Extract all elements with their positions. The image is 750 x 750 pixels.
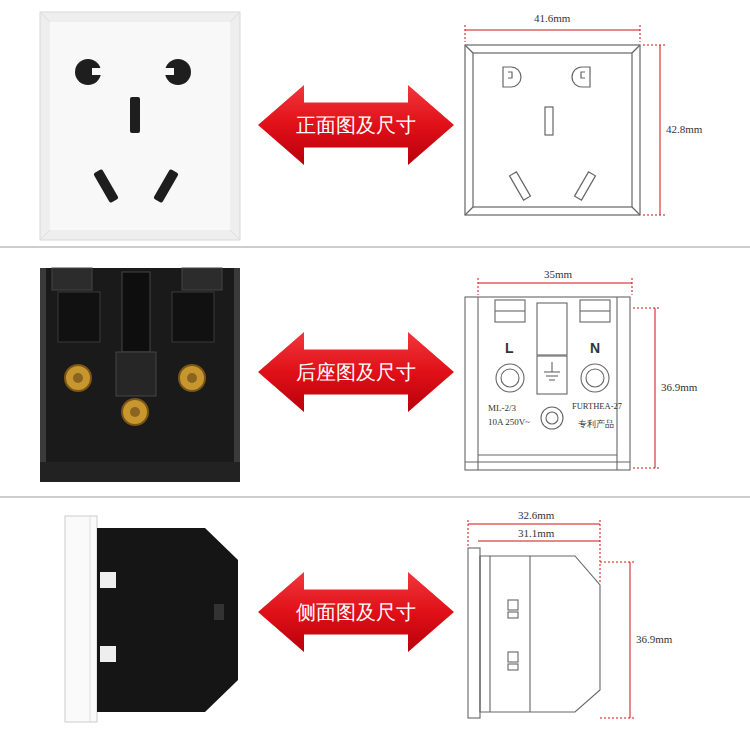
terminal-mark: L <box>505 341 514 356</box>
separator <box>0 246 750 248</box>
separator <box>0 496 750 498</box>
double-arrow: 侧面图及尺寸 <box>258 572 454 652</box>
arrow-label: 正面图及尺寸 <box>296 114 416 136</box>
rating-marking: 10A 250V~ <box>488 418 530 428</box>
dimension-lines <box>465 25 665 215</box>
rear-photo <box>40 268 240 482</box>
front-photo <box>40 12 240 240</box>
dimension-label: 32.6mm <box>518 509 554 521</box>
front-drawing <box>465 45 640 215</box>
arrow-fill <box>258 332 454 412</box>
dimension-label: 41.6mm <box>534 12 570 24</box>
side-photo <box>65 516 238 722</box>
arrow-label: 后座图及尺寸 <box>296 361 416 383</box>
dimension-label: 36.9mm <box>636 633 672 645</box>
model-marking: ML-2/3 <box>488 404 516 414</box>
arrow-label: 侧面图及尺寸 <box>296 601 416 623</box>
brand-marking: FURTHEA-27 <box>572 402 622 411</box>
dimension-label: 35mm <box>544 268 572 280</box>
double-arrow: 正面图及尺寸 <box>258 85 454 165</box>
rear-drawing <box>465 297 630 470</box>
terminal-mark: N <box>590 341 600 356</box>
side-drawing <box>468 548 600 718</box>
dimension-label: 31.1mm <box>518 527 554 539</box>
arrow-fill <box>258 572 454 652</box>
dimension-lines <box>478 278 660 468</box>
arrow-fill <box>258 85 454 165</box>
dimension-label: 36.9mm <box>661 381 697 393</box>
patent-marking: 专利产品 <box>578 420 614 430</box>
dimension-lines <box>468 520 635 718</box>
double-arrow: 后座图及尺寸 <box>258 332 454 412</box>
dimension-label: 42.8mm <box>666 123 702 135</box>
